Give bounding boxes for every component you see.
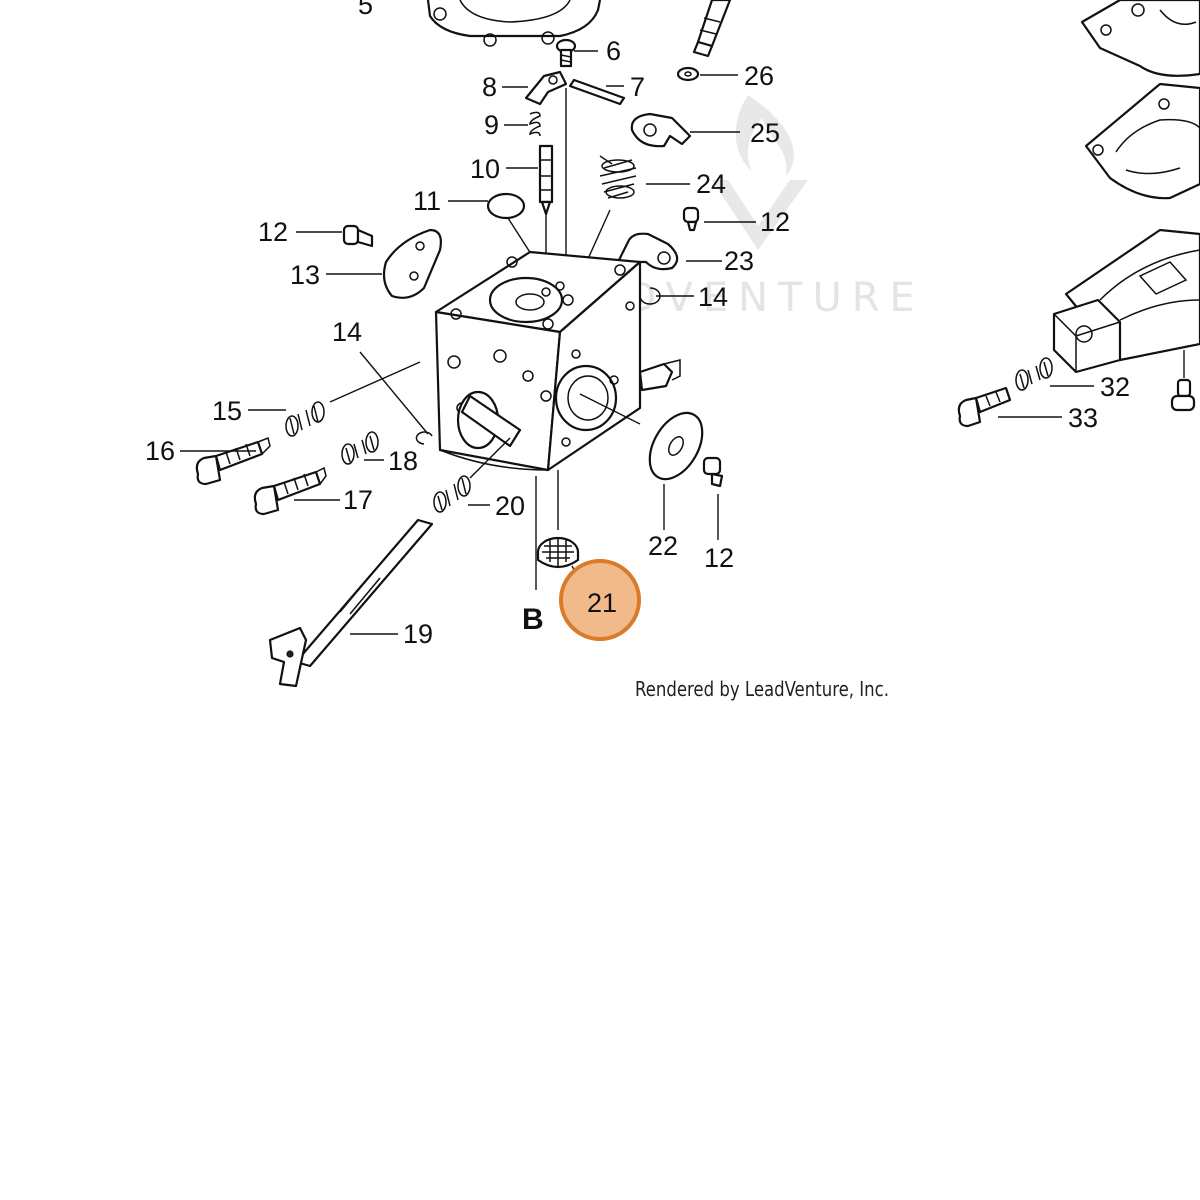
part-20-spring: [433, 437, 511, 513]
watermark-text: ADVENTURE: [588, 275, 925, 321]
part-21-callout: 21: [587, 588, 617, 618]
part-11-plug: [448, 192, 541, 269]
part-23-lever: [612, 232, 722, 278]
part-15-spring: [248, 361, 421, 437]
part-19-shaft: [268, 518, 434, 688]
callout-12-b: 12: [760, 207, 790, 237]
callout-33: 33: [1068, 403, 1098, 433]
part-21-highlight[interactable]: [559, 559, 641, 641]
callout-22: 22: [648, 531, 678, 561]
part-12-screw-lower: [702, 456, 724, 540]
part-8-lever: [502, 70, 568, 106]
part-26-washer: [676, 66, 738, 82]
callout-20: 20: [495, 491, 525, 521]
part-7-pin: [568, 78, 626, 106]
callout-17: 17: [343, 485, 373, 515]
part-33-screw: [957, 386, 1062, 428]
callout-labels: 5 6 7 8 9 10 11 12 13 14 15 16 17 18 19 …: [145, 0, 1130, 649]
callout-24: 24: [696, 169, 726, 199]
callout-8: 8: [482, 72, 497, 102]
carburetor-body: [434, 250, 681, 472]
right-gasket-fragment: [1080, 0, 1200, 200]
part-14-clip-left: [359, 351, 433, 445]
callout-15: 15: [212, 396, 242, 426]
part-9-spring: [504, 111, 541, 137]
render-credit: Rendered by LeadVenture, Inc.: [635, 677, 889, 701]
gasket-top: [426, 0, 602, 47]
callout-12-c: 12: [704, 543, 734, 573]
callout-5: 5: [358, 0, 373, 20]
part-22-diaphragm: [579, 393, 704, 530]
part-32-spring: [1015, 357, 1094, 391]
part-17-screw: [253, 466, 340, 516]
callout-32: 32: [1100, 372, 1130, 402]
part-14-clip-right: [639, 287, 694, 305]
callout-23: 23: [724, 246, 754, 276]
part-6-screw: [555, 38, 598, 68]
part-12-screw-upper-left: [296, 224, 374, 248]
part-25-lever: [630, 112, 740, 148]
section-letter-b: B: [522, 603, 544, 636]
fuel-inlet-fitting: [692, 0, 732, 58]
part-12-screw-upper-right: [682, 206, 756, 232]
callout-18: 18: [388, 446, 418, 476]
part-13-plate: [326, 228, 442, 299]
right-edge-screw: [1170, 350, 1196, 412]
part-16-screw: [180, 436, 271, 486]
callout-25: 25: [750, 118, 780, 148]
callout-16: 16: [145, 436, 175, 466]
callout-10: 10: [470, 154, 500, 184]
callout-14-a: 14: [332, 317, 362, 347]
callout-7: 7: [630, 72, 645, 102]
callout-26: 26: [744, 61, 774, 91]
callout-9: 9: [484, 110, 499, 140]
callout-11: 11: [413, 186, 441, 216]
callout-14-b: 14: [698, 282, 728, 312]
callout-13: 13: [290, 260, 320, 290]
callout-19: 19: [403, 619, 433, 649]
part-24-spring: [573, 155, 690, 291]
watermark-logo: [712, 95, 808, 250]
right-pump-body: [1052, 228, 1200, 374]
callout-12-a: 12: [258, 217, 288, 247]
part-18-spring: [341, 431, 384, 465]
callout-6: 6: [606, 36, 621, 66]
